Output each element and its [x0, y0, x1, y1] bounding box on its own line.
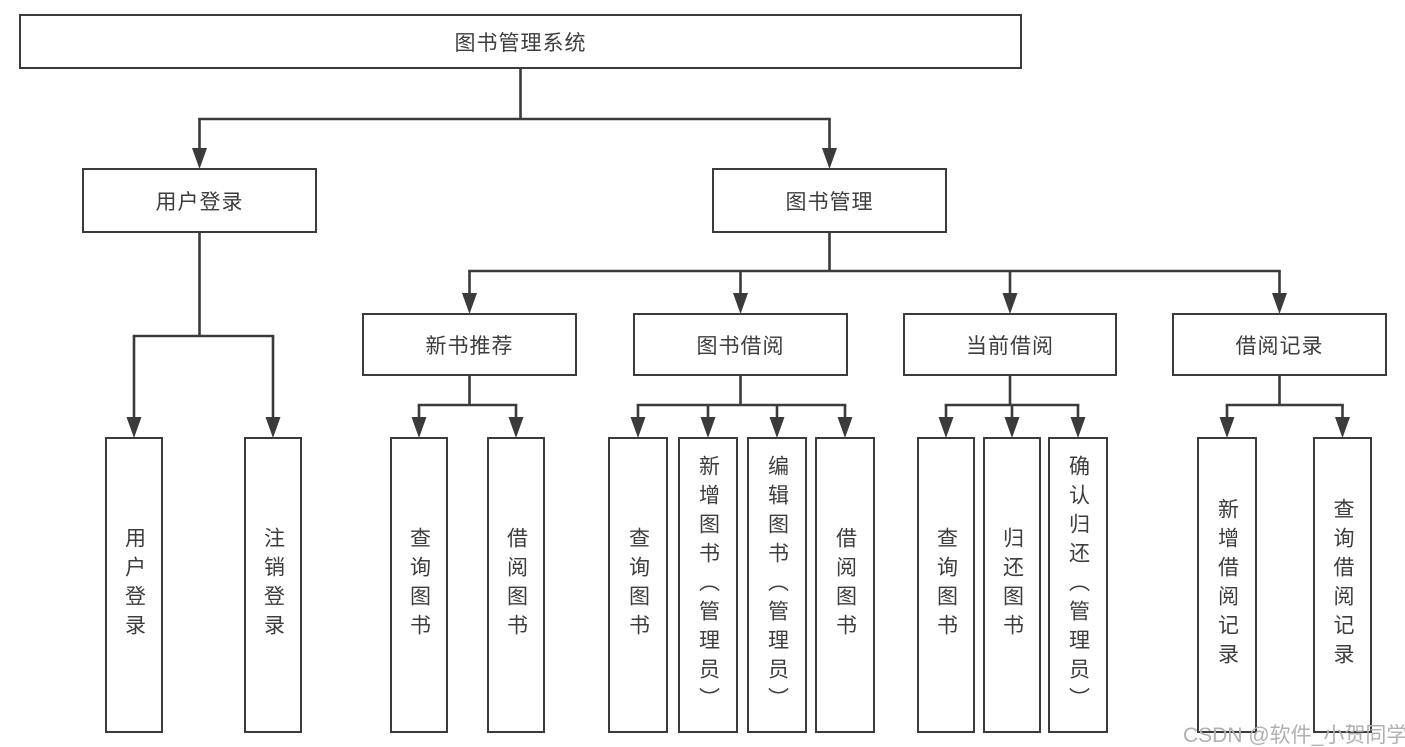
leaf-return-books: 归还图书 [983, 437, 1041, 733]
leaf-query-books-3-label: 查询图书 [934, 527, 958, 643]
leaf-borrow-books-2-label: 借阅图书 [833, 527, 857, 643]
arrowhead-icon [733, 293, 748, 314]
watermark-text: CSDN @软件_小贺同学 [1183, 724, 1405, 747]
leaf-return-books-label: 归还图书 [1000, 527, 1024, 643]
arrowhead-icon [1070, 417, 1086, 438]
arrowhead-icon [1272, 293, 1287, 314]
leaf-query-borrow-record: 查询借阅记录 [1313, 437, 1372, 733]
leaf-user-login: 用户登录 [105, 437, 163, 733]
arrowhead-icon [700, 417, 716, 438]
arrowhead-icon [126, 417, 142, 438]
leaf-logout-label: 注销登录 [261, 527, 285, 643]
node-book-management-label: 图书管理 [785, 190, 874, 214]
leaf-add-books-admin: 新增图书（管理员） [678, 437, 738, 733]
leaf-query-books-2: 查询图书 [608, 437, 668, 733]
leaf-add-borrow-record-label: 新增借阅记录 [1215, 498, 1239, 672]
arrowhead-icon [265, 417, 281, 438]
leaf-query-books-2-label: 查询图书 [626, 527, 650, 643]
arrowhead-icon [1335, 417, 1350, 438]
arrowhead-icon [630, 417, 646, 438]
arrowhead-icon [822, 148, 837, 169]
node-current-borrowing: 当前借阅 [903, 313, 1117, 376]
leaf-edit-books-admin-label: 编辑图书（管理员） [765, 454, 789, 716]
node-new-book-recommend-label: 新书推荐 [425, 334, 514, 358]
arrowhead-icon [1219, 417, 1235, 438]
node-new-book-recommend: 新书推荐 [362, 313, 577, 376]
arrowhead-icon [837, 417, 853, 438]
leaf-add-books-admin-label: 新增图书（管理员） [696, 454, 720, 716]
arrowhead-icon [192, 148, 207, 169]
node-book-borrowing-label: 图书借阅 [696, 334, 785, 358]
leaf-query-books-1-label: 查询图书 [407, 527, 431, 643]
leaf-confirm-return-admin-label: 确认归还（管理员） [1066, 454, 1090, 716]
leaf-borrow-books-2: 借阅图书 [815, 437, 875, 733]
leaf-query-borrow-record-label: 查询借阅记录 [1331, 498, 1354, 672]
node-book-borrowing: 图书借阅 [633, 313, 848, 376]
node-borrowing-records: 借阅记录 [1172, 313, 1387, 376]
leaf-borrow-books-1: 借阅图书 [487, 437, 545, 733]
leaf-query-books-3: 查询图书 [917, 437, 975, 733]
leaf-logout: 注销登录 [244, 437, 302, 733]
node-book-management: 图书管理 [712, 168, 947, 233]
leaf-query-books-1: 查询图书 [390, 437, 448, 733]
node-current-borrowing-label: 当前借阅 [966, 334, 1054, 358]
arrowhead-icon [938, 417, 954, 438]
leaf-borrow-books-1-label: 借阅图书 [504, 527, 528, 643]
arrowhead-icon [462, 293, 477, 314]
arrowhead-icon [1004, 417, 1020, 438]
node-borrowing-records-label: 借阅记录 [1235, 334, 1324, 358]
arrowhead-icon [411, 417, 427, 438]
leaf-add-borrow-record: 新增借阅记录 [1197, 437, 1257, 733]
arrowhead-icon [508, 417, 524, 438]
arrowhead-icon [769, 417, 785, 438]
arrowhead-icon [1002, 293, 1018, 314]
node-root: 图书管理系统 [19, 14, 1022, 69]
node-user-login: 用户登录 [82, 168, 317, 233]
leaf-user-login-label: 用户登录 [122, 527, 146, 643]
leaf-confirm-return-admin: 确认归还（管理员） [1048, 437, 1108, 733]
leaf-edit-books-admin: 编辑图书（管理员） [747, 437, 807, 733]
node-user-login-label: 用户登录 [155, 190, 244, 214]
node-root-label: 图书管理系统 [454, 31, 587, 55]
